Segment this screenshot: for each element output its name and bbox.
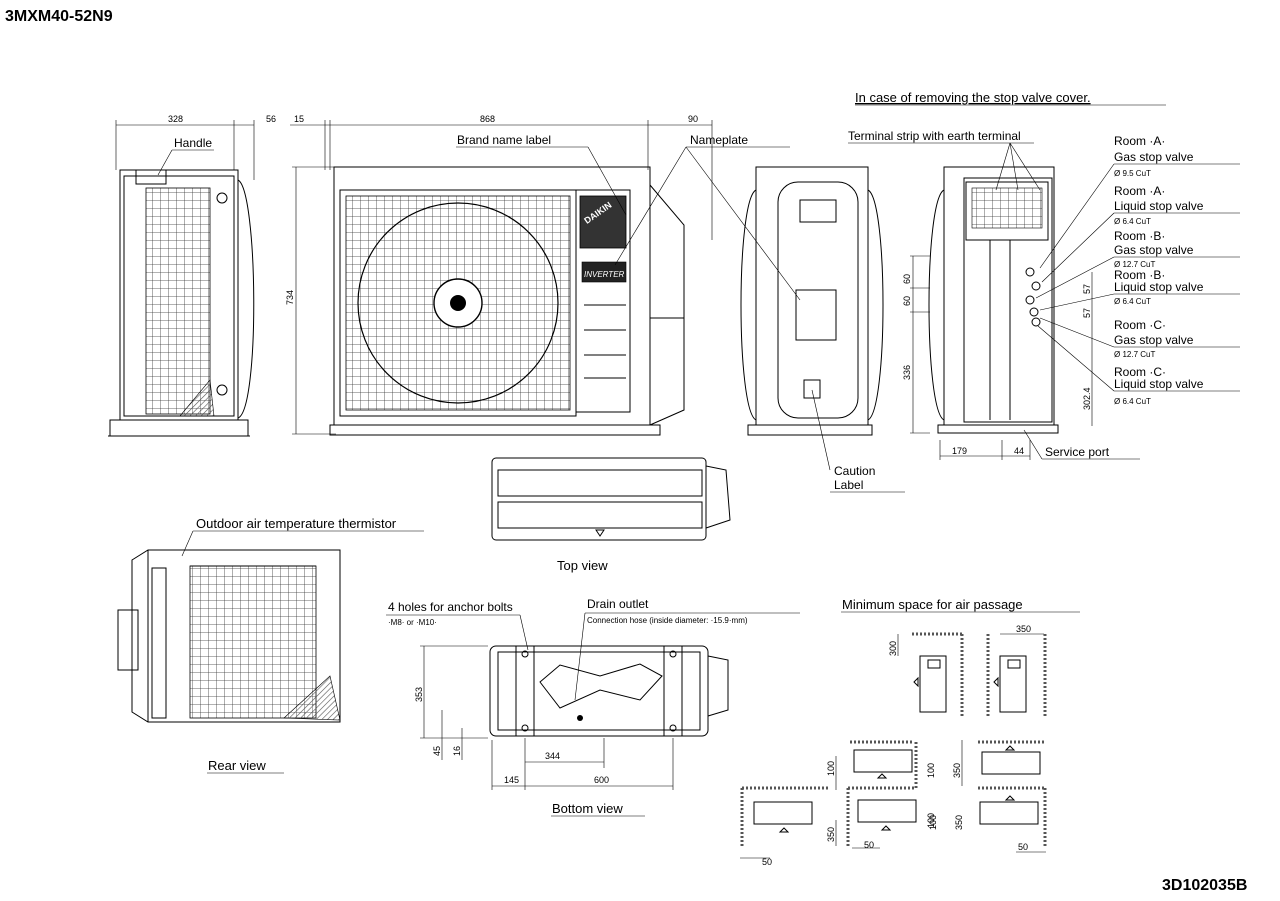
- front-view: 15 868 90 734 DAIKIN INVERTER Brand name…: [285, 114, 801, 436]
- nameplate-label: Nameplate: [690, 133, 748, 147]
- valve-room: Room ·C·: [1114, 318, 1166, 332]
- valve-c-gas: Room ·C· Gas stop valve Ø 12.7 CuT: [1039, 317, 1240, 359]
- caution-label-line1: Caution: [834, 464, 875, 478]
- dim-c100b: 100: [928, 815, 938, 830]
- terminal-strip-label: Terminal strip with earth terminal: [848, 129, 1021, 143]
- stop-valve-section: In case of removing the stop valve cover…: [848, 90, 1240, 460]
- dim-16: 16: [452, 746, 462, 756]
- dim-front-offset: 15: [294, 114, 304, 124]
- valve-type: Liquid stop valve: [1114, 199, 1204, 213]
- dim-c100: 100: [926, 813, 936, 828]
- inverter-text: INVERTER: [584, 270, 625, 279]
- dim-b350: 350: [952, 763, 962, 778]
- anchor-holes-label: 4 holes for anchor bolts: [388, 600, 513, 614]
- valve-a-liquid: Room ·A· Liquid stop valve Ø 6.4 CuT: [1041, 184, 1240, 283]
- valve-room: Room ·C·: [1114, 365, 1166, 379]
- dim-side-offset: 56: [266, 114, 276, 124]
- valve-type: Liquid stop valve: [1114, 377, 1204, 391]
- dim-302: 302.4: [1082, 387, 1092, 410]
- dim-336: 336: [902, 365, 912, 380]
- dim-353: 353: [414, 687, 424, 702]
- dim-600: 600: [594, 775, 609, 785]
- dim-front-right: 90: [688, 114, 698, 124]
- dim-60b: 60: [902, 296, 912, 306]
- stop-valve-title: In case of removing the stop valve cover…: [855, 90, 1091, 105]
- dim-c350b: 350: [954, 815, 964, 830]
- valve-size: Ø 6.4 CuT: [1114, 217, 1151, 226]
- top-view-title: Top view: [557, 558, 608, 573]
- valve-size: Ø 6.4 CuT: [1114, 397, 1151, 406]
- bottom-view: 4 holes for anchor bolts ·M8· or ·M10· D…: [386, 597, 800, 817]
- dim-344: 344: [545, 751, 560, 761]
- dim-c350: 350: [826, 827, 836, 842]
- dim-179: 179: [952, 446, 967, 456]
- dim-44: 44: [1014, 446, 1024, 456]
- valve-type: Gas stop valve: [1114, 333, 1194, 347]
- top-view: Top view: [491, 457, 731, 573]
- valve-size: Ø 12.7 CuT: [1114, 350, 1155, 359]
- dim-front-width: 868: [480, 114, 495, 124]
- valve-c-liquid: Room ·C· Liquid stop valve Ø 6.4 CuT: [1037, 325, 1240, 406]
- dim-b100b: 100: [926, 763, 936, 778]
- valve-type: Liquid stop valve: [1114, 280, 1204, 294]
- valve-type: Gas stop valve: [1114, 150, 1194, 164]
- dim-57a: 57: [1082, 284, 1092, 294]
- connection-hose-label: Connection hose (inside diameter: ·15.9·…: [587, 616, 748, 625]
- valve-size: Ø 12.7 CuT: [1114, 260, 1155, 269]
- dim-c50b: 50: [864, 840, 874, 850]
- dim-57b: 57: [1082, 308, 1092, 318]
- dim-side-width: 328: [168, 114, 183, 124]
- rear-view: Outdoor air temperature thermistor Rear …: [117, 516, 424, 774]
- min-space-section: Minimum space for air passage 300 350 10…: [740, 597, 1080, 867]
- dim-c50a: 50: [762, 857, 772, 867]
- valve-type: Gas stop valve: [1114, 243, 1194, 257]
- dim-45: 45: [432, 746, 442, 756]
- brand-name-label: Brand name label: [457, 133, 551, 147]
- side-view: 328 56 Handle: [108, 114, 276, 437]
- dim-145: 145: [504, 775, 519, 785]
- drawing-number: 3D102035B: [1162, 877, 1248, 894]
- valve-room: Room ·B·: [1114, 229, 1165, 243]
- valve-a-gas: Room ·A· Gas stop valve Ø 9.5 CuT: [1039, 134, 1240, 269]
- dim-60a: 60: [902, 274, 912, 284]
- valve-room: Room ·A·: [1114, 184, 1165, 198]
- valve-b-liquid: Room ·B· Liquid stop valve Ø 6.4 CuT: [1039, 268, 1240, 311]
- dim-a350: 350: [1016, 624, 1031, 634]
- min-space-title: Minimum space for air passage: [842, 597, 1023, 612]
- valve-room: Room ·A·: [1114, 134, 1165, 148]
- valve-b-gas: Room ·B· Gas stop valve Ø 12.7 CuT: [1035, 229, 1240, 299]
- dim-c50c: 50: [1018, 842, 1028, 852]
- dim-height: 734: [285, 290, 295, 305]
- service-port-label: Service port: [1045, 445, 1110, 459]
- handle-label: Handle: [174, 136, 212, 150]
- dim-a300: 300: [888, 641, 898, 656]
- brand-panel: [579, 195, 627, 249]
- valve-room: Room ·B·: [1114, 268, 1165, 282]
- model-number: 3MXM40-52N9: [5, 8, 113, 25]
- drain-outlet-label: Drain outlet: [587, 597, 649, 611]
- bottom-view-title: Bottom view: [552, 801, 623, 816]
- caution-label-line2: Label: [834, 478, 863, 492]
- valve-size: Ø 6.4 CuT: [1114, 297, 1151, 306]
- dim-b100: 100: [826, 761, 836, 776]
- right-side-view: Caution Label: [740, 166, 905, 493]
- thermistor-label: Outdoor air temperature thermistor: [196, 516, 397, 531]
- anchor-spec-label: ·M8· or ·M10·: [388, 618, 437, 627]
- rear-view-title: Rear view: [208, 758, 266, 773]
- valve-size: Ø 9.5 CuT: [1114, 169, 1151, 178]
